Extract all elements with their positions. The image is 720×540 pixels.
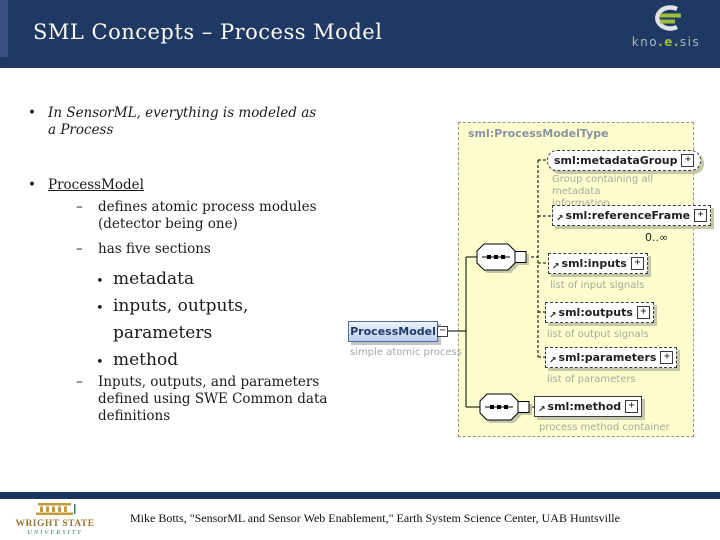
section-text: inputs, outputs, parameters [113, 296, 249, 343]
sub-text: defines atomic process modules (detector… [98, 199, 317, 232]
parameters-description: list of parameters [547, 374, 636, 385]
wright-state-name: WRIGHT STATE [15, 519, 95, 529]
section-metadata: • metadata [96, 266, 194, 295]
bullet-processmodel: • ProcessModel [28, 177, 144, 194]
element-label: sml:outputs [558, 306, 633, 319]
sub-text: has five sections [98, 241, 211, 257]
logo-text-sis: sis [679, 35, 701, 49]
knoesis-logo-icon [643, 5, 689, 37]
bullet-marker: • [96, 301, 104, 316]
bullet-marker: • [28, 105, 36, 121]
reference-arrow-icon: ↗ [538, 405, 546, 415]
expand-plus-icon[interactable]: + [625, 400, 639, 413]
collapse-handle-icon[interactable]: − [437, 326, 448, 337]
bullet-marker: • [28, 177, 36, 193]
bullet-text-underlined: ProcessModel [48, 177, 144, 193]
referenceframe-element-box[interactable]: ↗ sml:referenceFrame + [552, 205, 712, 226]
dash-marker: – [76, 241, 83, 257]
element-label: sml:metadataGroup [554, 154, 678, 167]
inputs-element-box[interactable]: ↗ sml:inputs + [548, 253, 648, 274]
outputs-description: list of output signals [547, 329, 649, 340]
multiplicity-label: 0..∞ [645, 231, 669, 244]
element-label: sml:referenceFrame [565, 209, 691, 222]
dash-marker: – [76, 374, 83, 390]
header-bar: SML Concepts – Process Model kno.e.sis [0, 0, 720, 68]
reference-arrow-icon: ↗ [549, 311, 557, 321]
knoesis-logo: kno.e.sis [620, 3, 712, 49]
section-inputs-outputs-parameters: • inputs, outputs, parameters [96, 293, 264, 347]
sub-has-five-sections: – has five sections [76, 241, 211, 258]
bullet-marker: • [96, 355, 104, 370]
reference-arrow-icon: ↗ [549, 356, 557, 366]
knoesis-logo-text: kno.e.sis [620, 35, 712, 49]
header-accent [0, 0, 8, 57]
wright-state-university: UNIVERSITY [27, 529, 83, 536]
bullet-in-sensorml: • In SensorML, everything is modeled as … [28, 105, 328, 139]
metadatagroup-description: Group containing all metadata informatio… [552, 174, 654, 209]
bullet-text: In SensorML, everything is modeled as a … [48, 105, 317, 138]
schema-type-label: sml:ProcessModelType [468, 127, 609, 140]
expand-plus-icon[interactable]: + [636, 306, 650, 319]
expand-plus-icon[interactable]: + [681, 154, 695, 167]
logo-text-kno: kno [631, 35, 659, 49]
slide-title: SML Concepts – Process Model [33, 20, 383, 44]
expand-plus-icon[interactable]: + [694, 209, 708, 222]
reference-arrow-icon: ↗ [552, 262, 560, 272]
processmodel-element-box[interactable]: ProcessModel [348, 321, 438, 342]
logo-text-e: .e. [658, 35, 680, 49]
dash-marker: – [76, 199, 83, 215]
inputs-description: list of input signals [550, 280, 645, 291]
parameters-element-box[interactable]: ↗ sml:parameters + [545, 347, 678, 368]
sub-swe-common: – Inputs, outputs, and parameters define… [76, 374, 330, 425]
method-description: process method container [539, 422, 670, 433]
expand-plus-icon[interactable]: + [660, 351, 674, 364]
processmodel-caption: simple atomic process [350, 347, 462, 358]
sub-defines-atomic: – defines atomic process modules (detect… [76, 199, 328, 233]
wright-state-building-icon [32, 501, 78, 520]
wright-state-logo: WRIGHT STATE UNIVERSITY [10, 501, 100, 536]
section-method: • method [96, 347, 178, 376]
outputs-element-box[interactable]: ↗ sml:outputs + [545, 302, 654, 323]
element-label: sml:parameters [558, 351, 657, 364]
expand-plus-icon[interactable]: + [630, 257, 644, 270]
section-text: metadata [113, 269, 195, 289]
footer-bar [0, 492, 720, 499]
metadatagroup-element-box[interactable]: sml:metadataGroup + [547, 150, 702, 171]
element-label: sml:inputs [561, 257, 627, 270]
reference-arrow-icon: ↗ [556, 214, 564, 224]
bullet-marker: • [96, 274, 104, 289]
method-element-box[interactable]: ↗ sml:method + [534, 396, 643, 417]
sub-text: Inputs, outputs, and parameters defined … [98, 374, 328, 424]
citation-text: Mike Botts, "SensorML and Sensor Web Ena… [130, 511, 620, 525]
section-text: method [113, 350, 179, 370]
element-label: sml:method [547, 400, 622, 413]
